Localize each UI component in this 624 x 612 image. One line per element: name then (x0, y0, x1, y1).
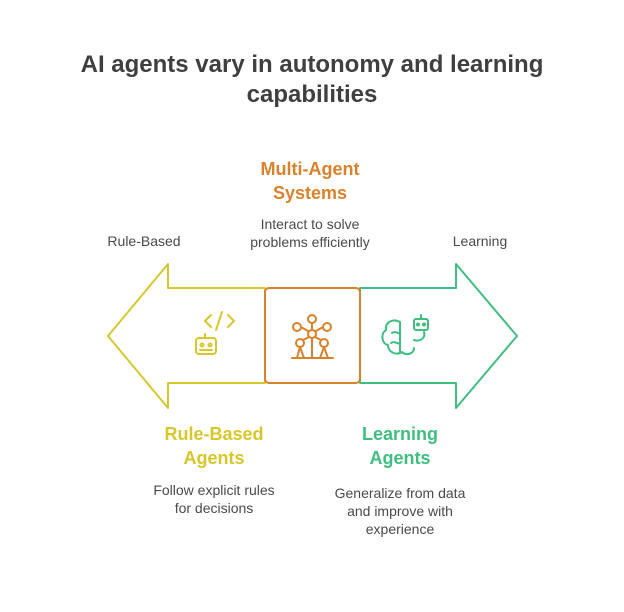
brain-robot-icon (381, 314, 429, 356)
rule-based-description: Follow explicit rules for decisions (153, 482, 275, 516)
right-arrow-head (359, 263, 518, 409)
diagram-title: AI agents vary in autonomy and learning … (0, 50, 624, 110)
multi-agent-heading: Multi-Agent Systems (260, 159, 360, 203)
robot-code-icon (195, 311, 235, 355)
multi-agent-description: Interact to solve problems efficiently (250, 216, 370, 250)
axis-left-label: Rule-Based (107, 233, 181, 249)
rule-based-heading: Rule-Based Agents (164, 424, 264, 468)
network-nodes-icon (291, 314, 334, 359)
title-line-1: AI agents vary in autonomy and learning (80, 51, 544, 78)
title-line-2: capabilities (246, 81, 378, 108)
left-arrow-head (107, 263, 266, 409)
axis-right-label: Learning (452, 233, 508, 249)
multi-agent-box (264, 287, 361, 384)
learning-heading: Learning Agents (361, 424, 438, 468)
learning-description: Generalize from data and improve with ex… (334, 485, 466, 537)
